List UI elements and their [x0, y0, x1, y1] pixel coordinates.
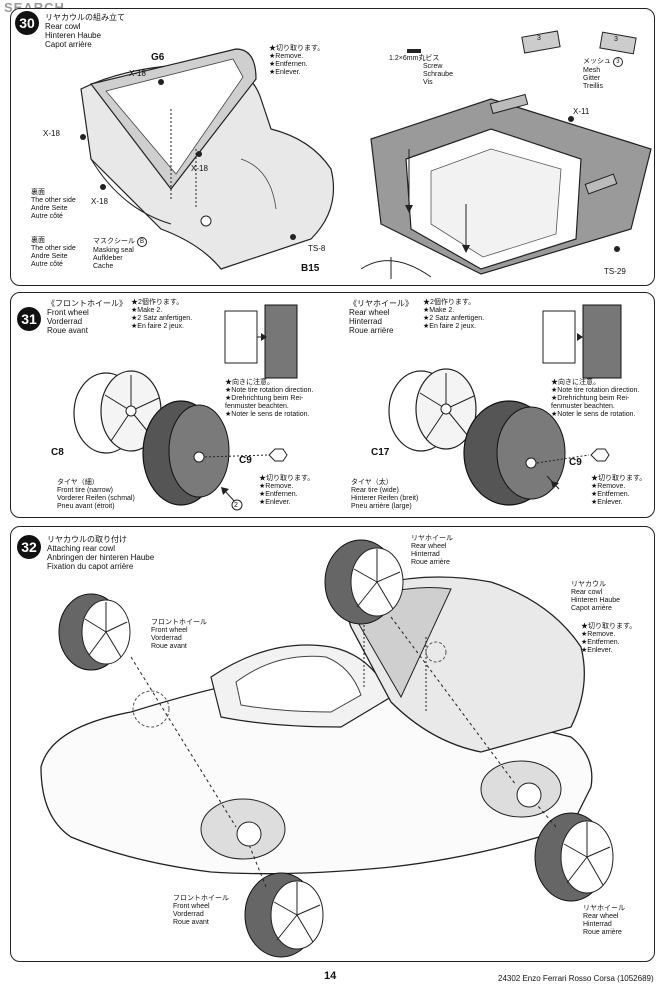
part-x18-b: X-18 [43, 129, 60, 138]
part-x18-a: X-18 [129, 69, 146, 78]
step-31-front-cut-note: ★切り取ります。★Remove. ★Entfernen.★Enlever. [259, 475, 315, 506]
step-32-number: 32 [17, 535, 41, 559]
step-31-rear-tire-label: タイヤ（太）Rear tire (wide) Hinterer Reifen (… [351, 479, 419, 510]
part-c17: C17 [371, 447, 390, 458]
page-number: 14 [324, 970, 337, 982]
mesh-badge-b: 3 [614, 36, 618, 43]
step-31-number: 31 [17, 307, 41, 331]
part-c9-rear: C9 [569, 457, 582, 468]
part-x18-c: X-18 [191, 164, 208, 173]
step-31-front-tire-label: タイヤ（細）Front tire (narrow) Vorderer Reife… [57, 479, 135, 510]
part-b15: B15 [301, 263, 320, 274]
step-31-drawing [73, 304, 622, 511]
masking-badge: B [136, 237, 147, 247]
step-31-rear-rotation-note: ★向きに注意。★Note tire rotation direction. ★D… [551, 379, 640, 418]
mesh-badge-a: 3 [537, 35, 541, 42]
part-c9-front: C9 [239, 455, 252, 466]
part-g6: G6 [151, 52, 165, 63]
step-31-front-make2: ★2個作ります。★Make 2. ★2 Satz anfertigen.★En … [131, 299, 193, 330]
step-32-cut-note: ★切り取ります。★Remove. ★Entfernen.★Enlever. [581, 623, 637, 654]
part-x18-d: X-18 [91, 197, 108, 206]
part-ts8: TS-8 [308, 244, 326, 253]
step-31-front-rotation-note: ★向きに注意。★Note tire rotation direction. ★D… [225, 379, 314, 418]
mesh-badge: 3 [612, 57, 623, 67]
part-ts29: TS-29 [604, 267, 626, 276]
step-30-number: 30 [15, 11, 39, 35]
part-x11: X-11 [573, 107, 590, 116]
step-31-qty: 2 [234, 502, 238, 509]
step-32-drawing [40, 539, 614, 958]
part-c8: C8 [51, 447, 64, 458]
step-30-drawing [80, 30, 652, 279]
model-footer: 24302 Enzo Ferrari Rosso Corsa (1052689) [498, 974, 654, 983]
step-30-cut-note: ★切り取ります。★Remove. ★Entfernen.★Enlever. [269, 45, 325, 76]
step-31-rear-cut-note: ★切り取ります。★Remove. ★Entfernen.★Enlever. [591, 475, 647, 506]
step-31-rear-make2: ★2個作ります。★Make 2. ★2 Satz anfertigen.★En … [423, 299, 485, 330]
